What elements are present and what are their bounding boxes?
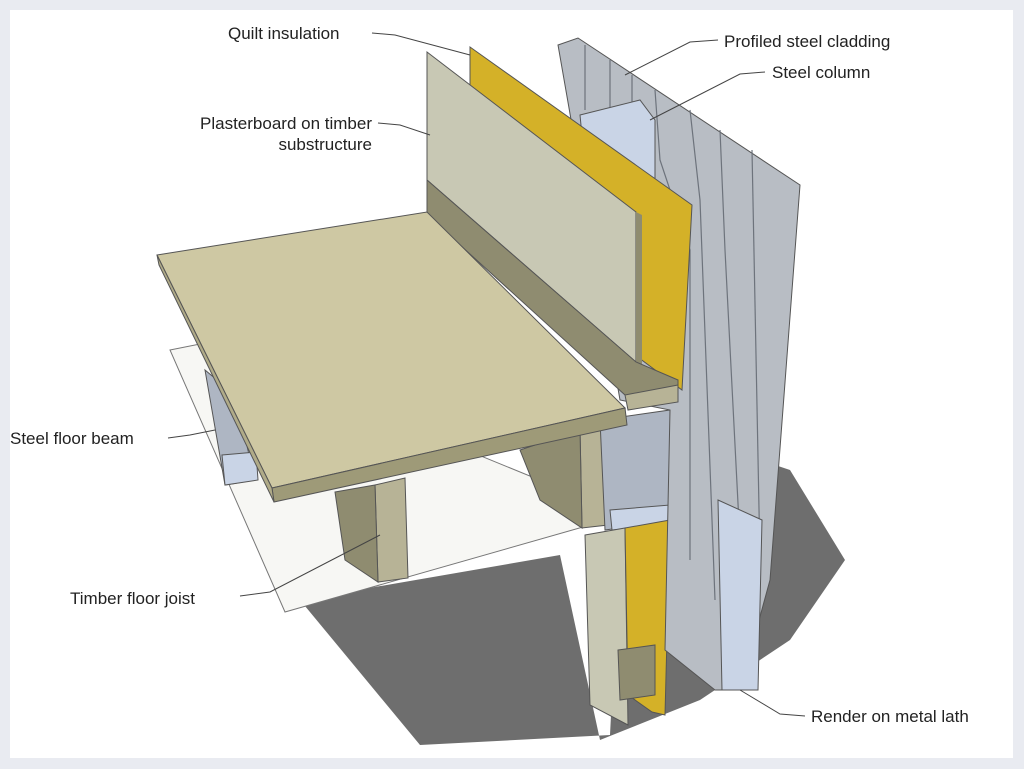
label-steel-column: Steel column [772, 63, 871, 82]
label-plasterboard-line1: Plasterboard on timber [200, 114, 372, 133]
leader-quilt [371, 32, 471, 56]
leader-cladding [624, 39, 719, 76]
label-plasterboard: Plasterboard on timber substructure [150, 113, 372, 155]
leader-plasterboard [377, 122, 431, 136]
label-render-on-metal-lath: Render on metal lath [811, 707, 969, 726]
render-lath [717, 499, 763, 691]
leader-beam [167, 429, 216, 439]
label-quilt-insulation: Quilt insulation [228, 24, 340, 43]
plasterboard-lower [584, 527, 629, 726]
leader-render [739, 689, 806, 717]
leader-joist [239, 534, 381, 597]
label-plasterboard-line2: substructure [278, 135, 372, 154]
label-timber-floor-joist: Timber floor joist [70, 589, 196, 608]
label-steel-floor-beam: Steel floor beam [10, 429, 134, 448]
timber-floor-joist [374, 477, 409, 583]
leader-column [649, 71, 766, 121]
label-profiled-steel-cladding: Profiled steel cladding [724, 32, 891, 51]
